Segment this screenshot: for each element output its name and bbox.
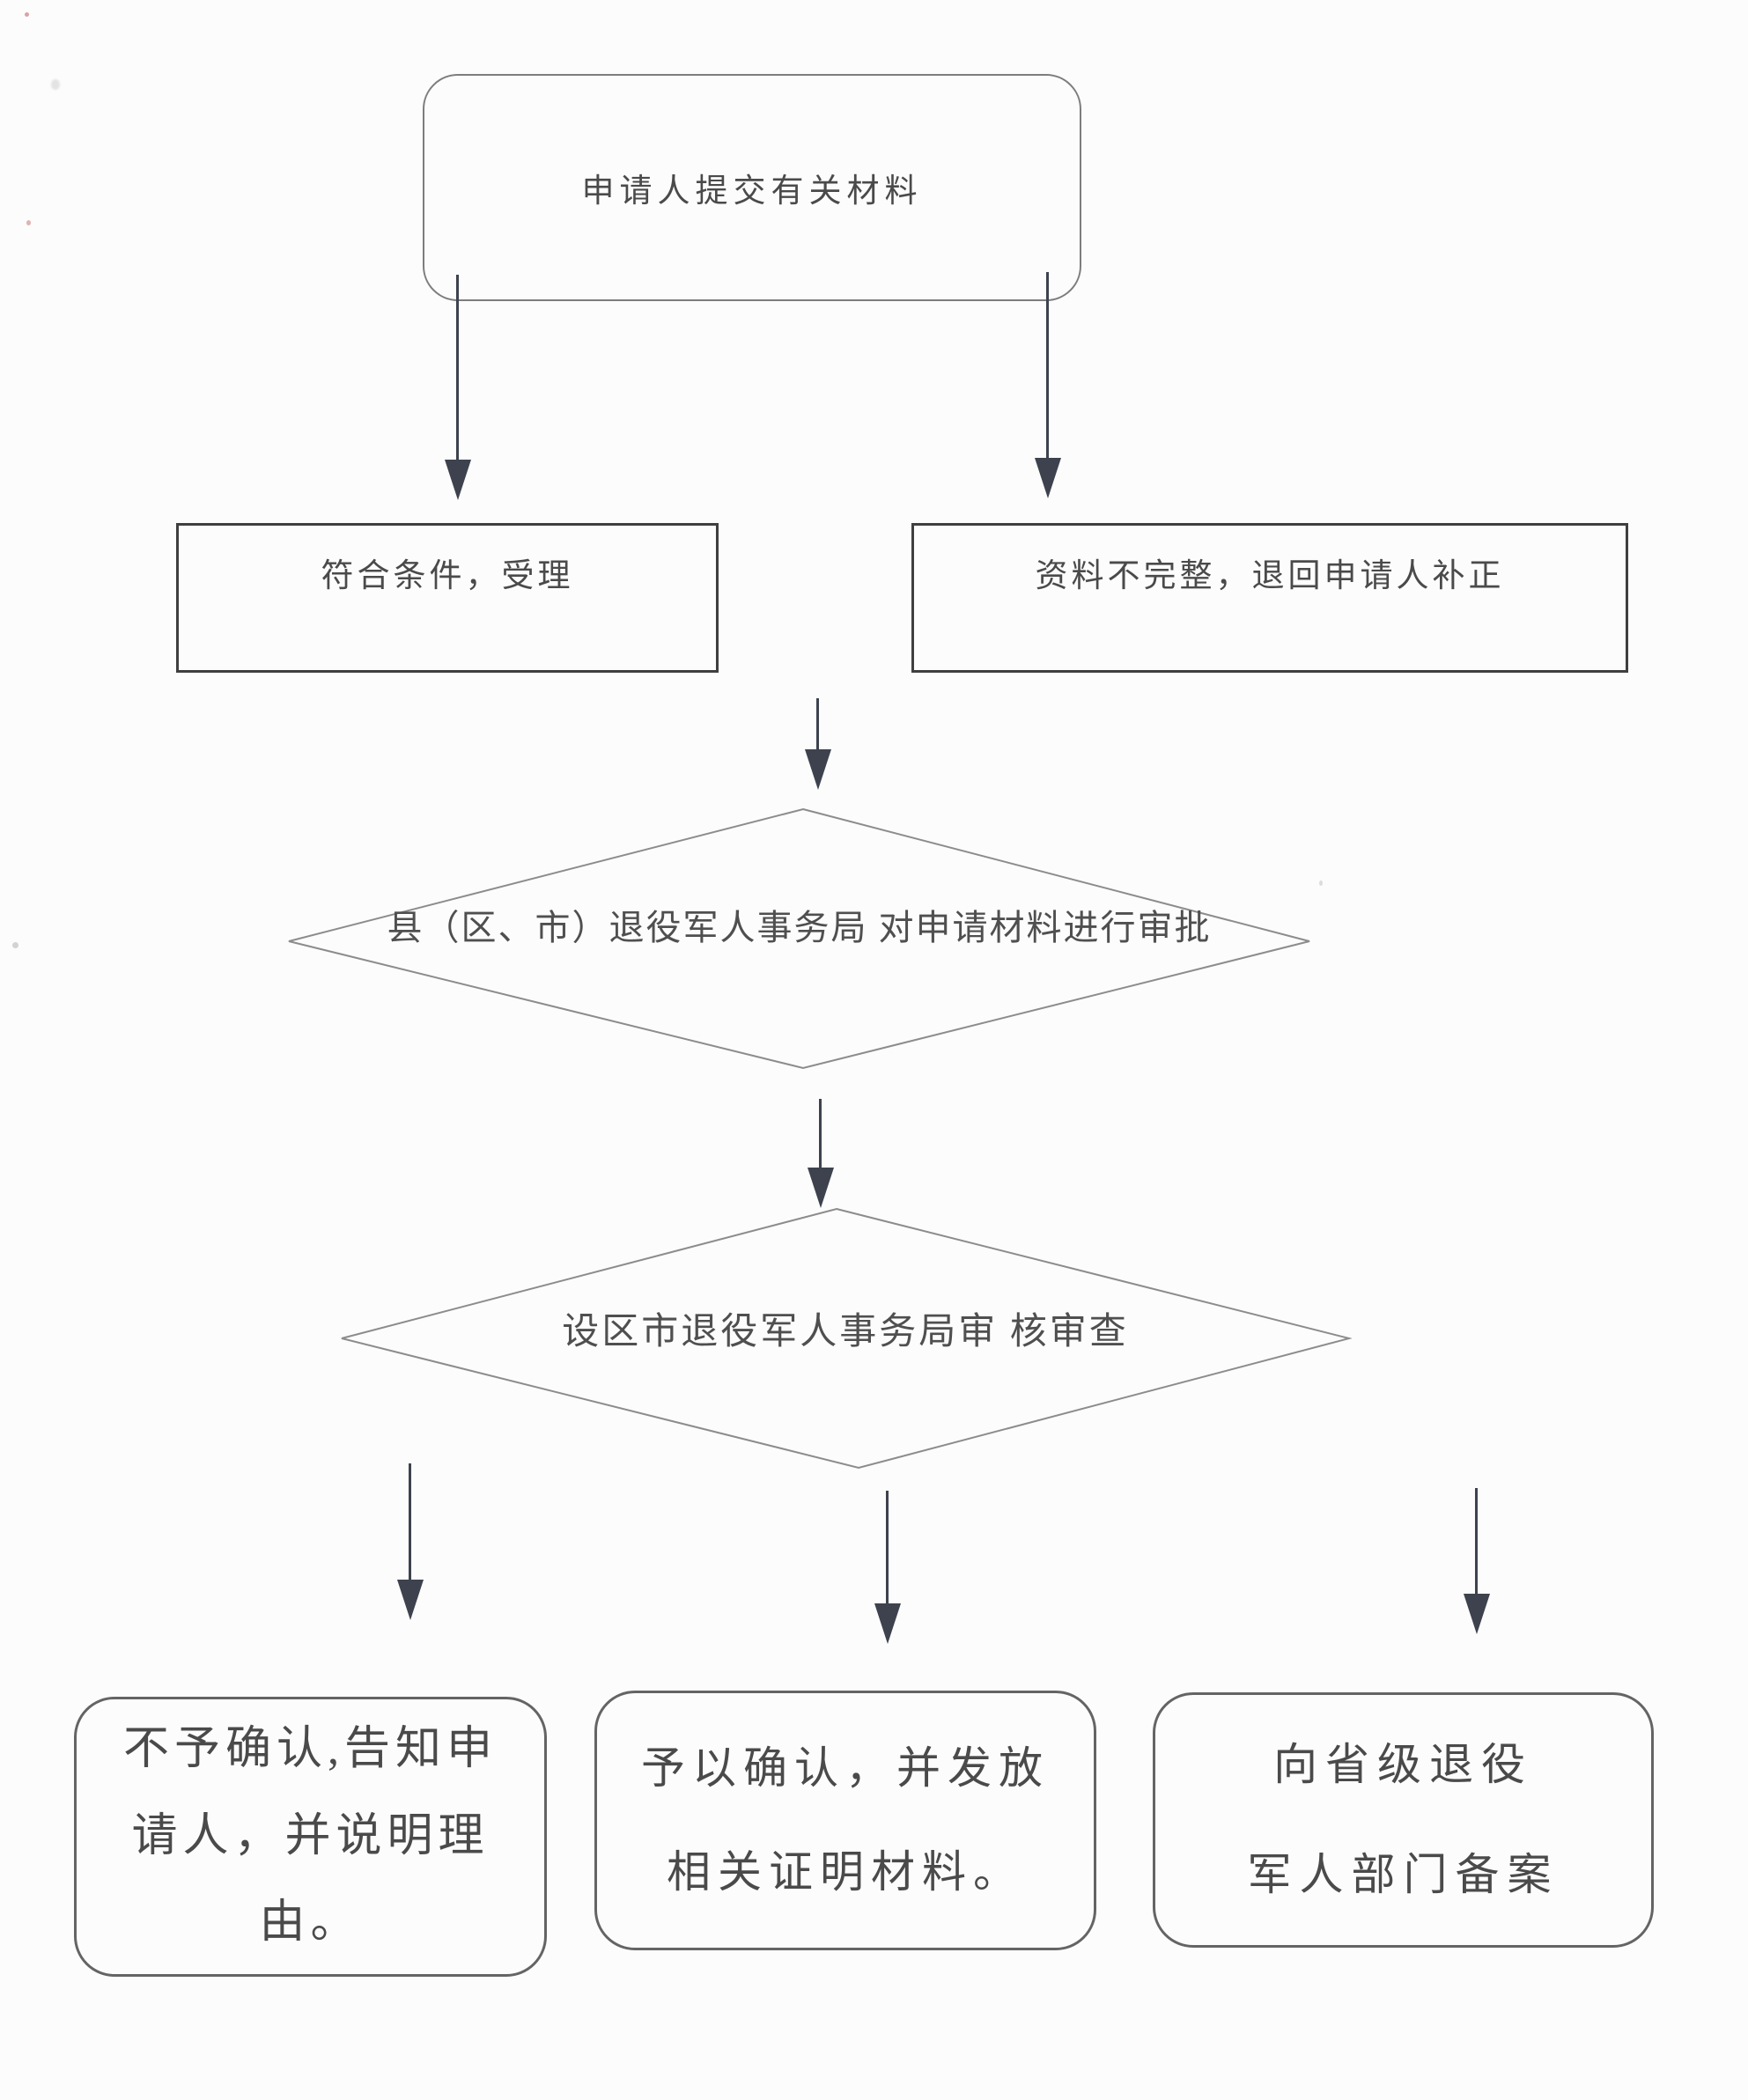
arrow-county-to-city (819, 1099, 822, 1168)
scan-artifact (12, 942, 18, 948)
node-city-review: 设区市退役军人事务局审 核审查 (339, 1201, 1352, 1465)
deny-line2: 请人，并说明理 (131, 1810, 490, 1861)
node-confirm: 予以确认，并发放 相关证明材料。 (594, 1691, 1096, 1950)
diamond-county-shape (288, 807, 1310, 1070)
node-accept-label: 符合条件，受理 (321, 558, 574, 594)
diamond-city-shape (341, 1207, 1352, 1470)
city-review-line1: 设区市退役军人事务局审 (562, 1312, 999, 1353)
county-review-line2: 对申请材料进行审批 (878, 908, 1212, 947)
arrow-city-to-deny (409, 1463, 411, 1580)
node-file-provincial: 向省级退役 军人部门备案 (1153, 1692, 1654, 1948)
node-deny: 不予确认,告知申 请人，并说明理 由。 (74, 1697, 547, 1977)
file-provincial-line1: 向省级退役 (1273, 1740, 1533, 1789)
arrow-city-to-file (1475, 1488, 1478, 1594)
file-provincial-line2: 军人部门备案 (1247, 1850, 1560, 1899)
county-review-line1: 县（区、市）退役军人事务局 (387, 908, 868, 947)
confirm-line2: 相关证明材料。 (667, 1846, 1024, 1897)
node-county-review: 县（区、市）退役军人事务局 对申请材料进行审批 (286, 796, 1312, 1060)
scan-artifact (26, 220, 31, 225)
node-start: 申请人提交有关材料 (423, 74, 1081, 301)
arrow-start-to-incomplete (1046, 272, 1049, 458)
city-review-line2: 核审查 (1009, 1312, 1129, 1353)
arrow-start-to-accept (456, 275, 459, 460)
scan-artifact (1319, 881, 1323, 886)
deny-line1: 不予确认,告知申 (122, 1723, 498, 1774)
deny-line3: 由。 (259, 1897, 362, 1949)
node-incomplete: 资料不完整，退回申请人补正 (911, 523, 1628, 673)
confirm-line1: 予以确认，并发放 (641, 1743, 1050, 1793)
scan-artifact (25, 12, 29, 17)
arrow-city-to-confirm (886, 1491, 889, 1603)
node-start-label: 申请人提交有关材料 (581, 173, 923, 210)
node-incomplete-label: 资料不完整，退回申请人补正 (1035, 558, 1505, 594)
arrow-to-county-diamond (816, 698, 819, 749)
scan-artifact (51, 79, 60, 90)
node-accept: 符合条件，受理 (176, 523, 719, 673)
